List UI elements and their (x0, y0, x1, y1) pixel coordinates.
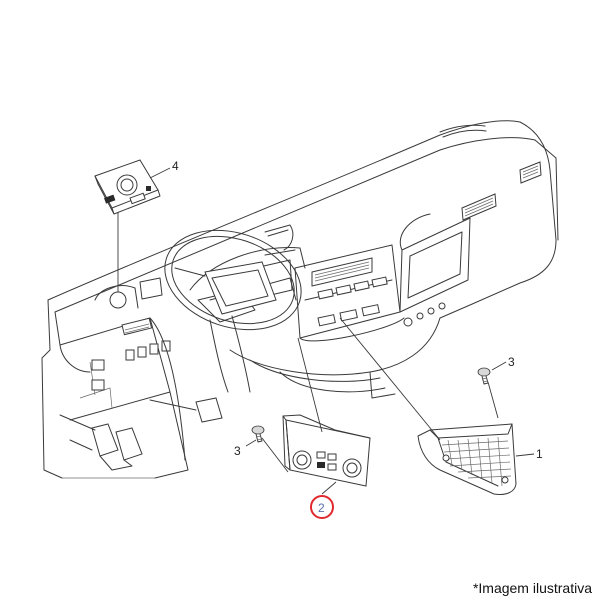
callout-3-left: 3 (234, 444, 241, 458)
part-1-grille-cover: 1 (339, 317, 543, 495)
left-air-vent (121, 317, 153, 336)
part-3-screw-left: 3 (234, 425, 289, 473)
dashboard-assembly (41, 120, 559, 479)
callout-3-right: 3 (508, 355, 515, 369)
console-buttons (317, 276, 446, 327)
part-3-screw-right: 3 (477, 355, 515, 419)
callout-1: 1 (536, 447, 543, 461)
illustrative-image-caption: *Imagem ilustrativa (472, 580, 592, 596)
callout-2: 2 (318, 501, 325, 515)
grille-pattern (441, 436, 512, 487)
part-2-control-panel: 2 (282, 337, 371, 519)
callout-2-highlight-ring (310, 495, 334, 519)
callout-4: 4 (172, 159, 179, 173)
steering-wheel (164, 229, 302, 331)
left-switch-bank (125, 340, 171, 361)
pedals (59, 397, 223, 471)
center-air-vent (311, 257, 373, 287)
part-4-switch-panel: 4 (94, 159, 179, 292)
right-air-vent (519, 161, 542, 184)
center-air-vent-upper (461, 193, 497, 221)
